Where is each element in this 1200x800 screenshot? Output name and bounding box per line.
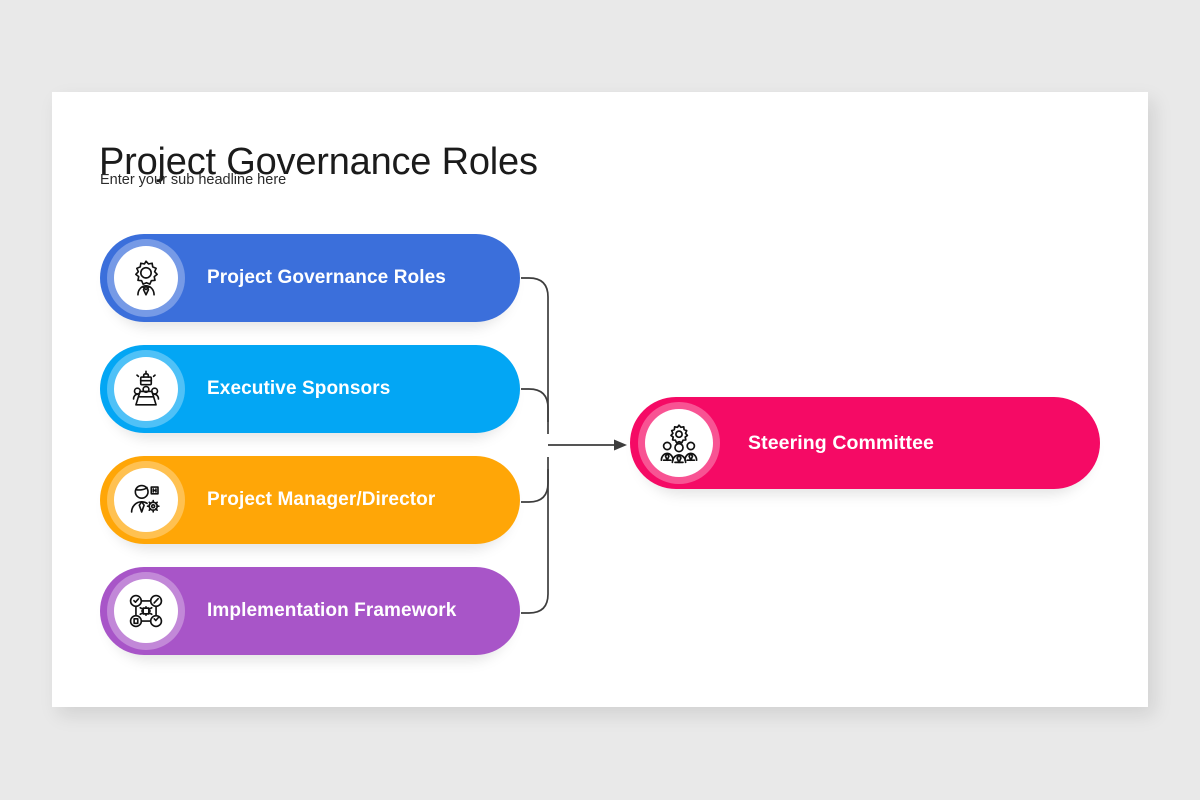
person-in-gear-icon bbox=[114, 246, 178, 310]
input-node-project-governance-roles[interactable]: Project Governance Roles bbox=[100, 234, 520, 322]
icon-badge bbox=[107, 350, 185, 428]
input-label: Project Manager/Director bbox=[207, 489, 436, 510]
icon-badge bbox=[638, 402, 720, 484]
icon-badge bbox=[107, 461, 185, 539]
three-people-gear-icon bbox=[645, 409, 713, 477]
icon-badge bbox=[107, 239, 185, 317]
input-node-project-manager-director[interactable]: Project Manager/Director bbox=[100, 456, 520, 544]
manager-gear-icon bbox=[114, 468, 178, 532]
icon-badge bbox=[107, 572, 185, 650]
output-label: Steering Committee bbox=[748, 431, 935, 454]
output-node-steering-committee[interactable]: Steering Committee bbox=[630, 397, 1100, 489]
input-label: Implementation Framework bbox=[207, 600, 457, 621]
meeting-table-briefcase-icon bbox=[114, 357, 178, 421]
input-label: Project Governance Roles bbox=[207, 267, 446, 288]
page-subtitle: Enter your sub headline here bbox=[100, 172, 287, 188]
input-node-implementation-framework[interactable]: Implementation Framework bbox=[100, 567, 520, 655]
input-node-executive-sponsors[interactable]: Executive Sponsors bbox=[100, 345, 520, 433]
framework-network-icon bbox=[114, 579, 178, 643]
page-title: Project Governance Roles bbox=[99, 141, 538, 184]
input-label: Executive Sponsors bbox=[207, 378, 391, 399]
arrow-head-icon bbox=[614, 439, 627, 451]
slide-canvas: Project Governance Roles Enter your sub … bbox=[52, 92, 1148, 707]
